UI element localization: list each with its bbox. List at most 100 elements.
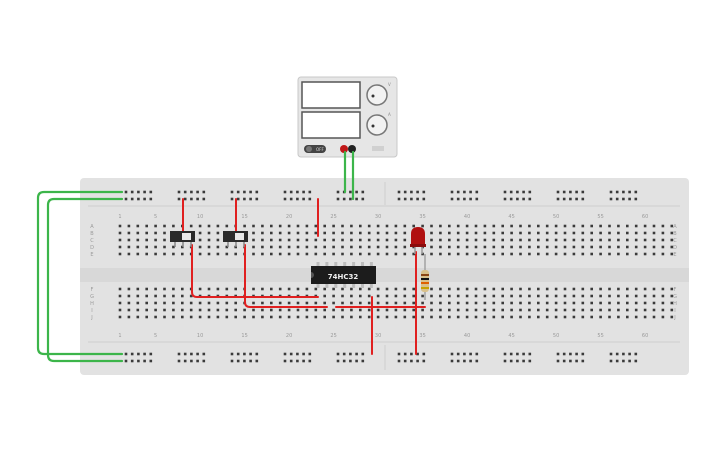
red-wires[interactable] (182, 198, 426, 355)
negative-terminal[interactable] (348, 145, 356, 153)
chip-pin-bottom-5 (352, 284, 356, 288)
switch-1-slider[interactable] (182, 233, 191, 240)
slide-switch-2[interactable] (223, 231, 248, 247)
row-letter-D-right: D (673, 245, 677, 251)
row-letter-C-left: C (90, 238, 94, 244)
column-number-30-bottom: 30 (375, 333, 381, 339)
chip-body (311, 266, 376, 284)
slide-switch-1[interactable] (170, 231, 195, 247)
red-led[interactable] (410, 227, 426, 254)
voltage-knob[interactable] (366, 84, 388, 106)
switch-2-slider[interactable] (235, 233, 244, 240)
column-number-25-bottom: 25 (330, 333, 336, 339)
chip-pins (316, 262, 373, 288)
row-letter-A-left: A (90, 224, 94, 230)
knob-top-label: V (388, 82, 391, 87)
chip-label: 74HC32 (328, 273, 359, 281)
red-wire-switch2-to-chip[interactable] (244, 244, 328, 308)
chip-pin-top-7 (369, 262, 373, 266)
column-number-55-top: 55 (597, 214, 603, 220)
column-number-25-top: 25 (330, 214, 336, 220)
row-letter-I-right: I (674, 308, 675, 314)
row-letter-F-right: F (674, 287, 677, 293)
column-number-50-top: 50 (553, 214, 559, 220)
knob-bottom-label: A (388, 112, 391, 117)
row-letter-G-left: G (90, 294, 94, 300)
row-letter-A-right: A (673, 224, 677, 230)
chip-pin-bottom-7 (369, 284, 373, 288)
row-letter-G-right: G (673, 294, 677, 300)
row-letter-D-left: D (90, 245, 94, 251)
column-number-60-bottom: 60 (642, 333, 648, 339)
row-letter-B-left: B (90, 231, 94, 237)
column-number-45-top: 45 (508, 214, 514, 220)
power-button-label: OFF (316, 147, 324, 152)
column-number-1-bottom: 1 (118, 333, 121, 339)
ic-chip[interactable]: 74HC32 (311, 262, 376, 288)
chip-pin-top-3 (334, 262, 338, 266)
column-number-10-bottom: 10 (197, 333, 203, 339)
chip-pin-top-2 (325, 262, 329, 266)
chip-pin-bottom-6 (361, 284, 364, 288)
chip-pin-top-4 (343, 262, 347, 266)
chip-pin-bottom-4 (343, 284, 347, 288)
green-wire-rail-link-inner[interactable] (46, 197, 124, 363)
chip-notch (311, 272, 314, 278)
column-number-50-bottom: 50 (553, 333, 559, 339)
current-display (301, 111, 361, 139)
led-base (410, 244, 426, 247)
row-letter-F-left: F (91, 287, 94, 293)
column-number-60-top: 60 (642, 214, 648, 220)
row-letter-E-right: E (673, 252, 676, 258)
row-letter-J-right: J (673, 315, 675, 321)
row-letter-I-left: I (91, 308, 92, 314)
voltage-display (301, 81, 361, 109)
supply-logo (372, 146, 384, 151)
column-number-15-bottom: 15 (241, 333, 247, 339)
column-number-35-top: 35 (419, 214, 425, 220)
column-number-10-top: 10 (197, 214, 203, 220)
row-letter-B-right: B (673, 231, 677, 237)
row-letter-C-right: C (673, 238, 677, 244)
current-knob[interactable] (366, 114, 388, 136)
column-number-15-top: 15 (241, 214, 247, 220)
led-dome (411, 227, 425, 246)
power-supply[interactable]: V A OFF (297, 76, 398, 158)
current-knob-indicator (371, 124, 375, 128)
breadboard-center-channel (80, 268, 689, 282)
resistor-band-1 (421, 274, 429, 276)
column-number-5-bottom: 5 (154, 333, 157, 339)
resistor-band-2 (421, 278, 429, 280)
positive-terminal[interactable] (340, 145, 348, 153)
row-letter-H-right: H (673, 301, 677, 307)
column-number-1-top: 1 (118, 214, 121, 220)
green-wire-rail-link-outer[interactable] (36, 190, 124, 356)
red-wire-switch1-to-chip[interactable] (191, 244, 319, 298)
column-number-35-bottom: 35 (419, 333, 425, 339)
resistor-band-4 (421, 287, 429, 289)
column-number-20-top: 20 (286, 214, 292, 220)
chip-pin-bottom-3 (334, 284, 338, 288)
column-number-45-bottom: 45 (508, 333, 514, 339)
green-wires[interactable] (36, 150, 355, 363)
voltage-knob-indicator (371, 94, 375, 98)
row-letter-H-left: H (90, 301, 94, 307)
column-number-5-top: 5 (154, 214, 157, 220)
chip-pin-bottom-1 (316, 284, 320, 288)
chip-pin-top-5 (352, 262, 356, 266)
power-button-toggle (306, 146, 312, 152)
chip-pin-top-1 (316, 262, 320, 266)
chip-pin-bottom-2 (325, 284, 329, 288)
resistor-band-3 (421, 282, 429, 284)
column-number-40-top: 40 (464, 214, 470, 220)
column-number-20-bottom: 20 (286, 333, 292, 339)
resistor[interactable] (421, 254, 429, 300)
chip-pin-top-6 (361, 262, 364, 266)
row-letter-E-left: E (90, 252, 93, 258)
breadboard-holes (118, 190, 674, 363)
column-numbers: 1155101015152020252530303535404045455050… (118, 214, 648, 339)
column-number-55-bottom: 55 (597, 333, 603, 339)
row-letter-J-left: J (90, 315, 92, 321)
